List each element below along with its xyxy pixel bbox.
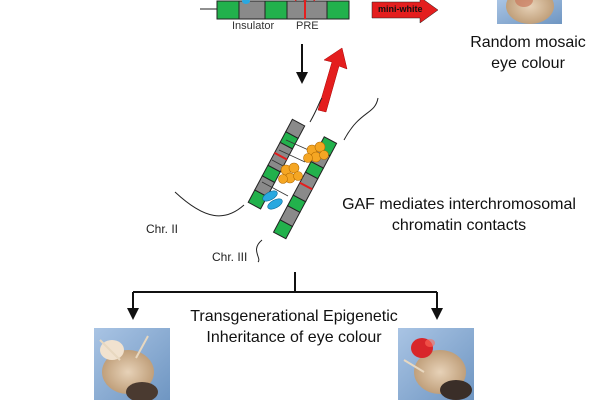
inheritance-caption: Transgenerational Epigenetic Inheritance…: [160, 306, 428, 348]
pre-label: PRE: [296, 20, 319, 32]
inheritance-line2: Inheritance of eye colour: [206, 329, 382, 346]
gaf-cluster-upper: [303, 141, 329, 163]
fly-photo-mosaic: [497, 0, 562, 24]
construct-spacer-1: [238, 0, 266, 20]
expression-up-arrow: [317, 47, 348, 113]
fly-photo-white-eye: [94, 328, 170, 402]
mini-white-label: mini-white: [378, 4, 423, 14]
construct-pre-loops: [294, 0, 316, 2]
construct-insulator-mid: [264, 0, 288, 20]
random-mosaic-line2: eye colour: [491, 55, 565, 72]
chromosome-ii: [174, 97, 323, 217]
chr2-tail: [174, 191, 245, 217]
down-arrow: [296, 44, 308, 84]
fly-photo-red-eye: [398, 328, 474, 400]
chr3-label: Chr. III: [212, 250, 248, 264]
chr2-top-line: [309, 97, 323, 123]
transgene-construct: [200, 0, 439, 24]
random-mosaic-caption: Random mosaic eye colour: [456, 32, 600, 74]
insulator-proteins: [262, 190, 283, 210]
inheritance-tree: [127, 272, 443, 320]
gaf-cluster-lower: [278, 162, 303, 184]
chr3-tail: [256, 239, 263, 263]
gaf-line2: chromatin contacts: [391, 217, 527, 234]
construct-insulator-right: [326, 0, 350, 20]
random-mosaic-line1: Random mosaic: [470, 34, 586, 51]
chr2-label: Chr. II: [146, 222, 179, 236]
chr3-top-line: [343, 97, 379, 141]
construct-insulator-protein: [242, 0, 250, 4]
gaf-caption: GAF mediates interchromosomal chromatin …: [318, 194, 600, 236]
insulator-label: Insulator: [232, 20, 275, 32]
construct-pre-block: [286, 0, 328, 20]
gaf-line1: GAF mediates interchromosomal: [342, 196, 576, 213]
inheritance-line1: Transgenerational Epigenetic: [190, 308, 398, 325]
construct-insulator-left: [216, 0, 240, 20]
mini-white-arrow: [371, 0, 439, 24]
